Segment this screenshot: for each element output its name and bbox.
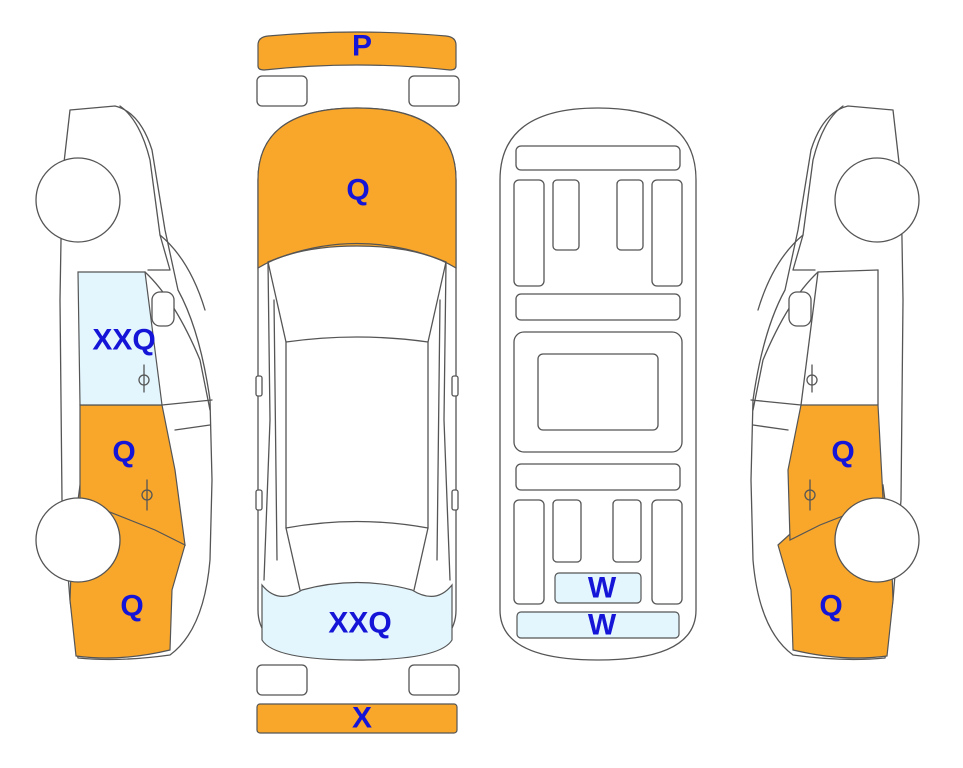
left-rear-door-code: Q	[112, 436, 135, 469]
underbody-lower-code: W	[588, 609, 617, 642]
right-rear-quarter-code: Q	[819, 590, 842, 623]
left-side-view: XXQ Q Q	[35, 105, 213, 661]
front-bumper-code: P	[352, 30, 372, 63]
front-bumper[interactable]	[257, 31, 457, 71]
left-front-wheel	[35, 157, 121, 243]
left-rear-window-code: XXQ	[92, 324, 155, 357]
rear-bumper-code: X	[352, 702, 372, 735]
right-rear-door-code: Q	[831, 436, 854, 469]
underbody-upper-panel[interactable]	[554, 572, 642, 604]
rear-left-light	[256, 664, 308, 696]
left-rear-quarter-code: Q	[120, 590, 143, 623]
left-rear-wheel	[35, 497, 121, 583]
right-rear-wheel	[834, 497, 920, 583]
rear-window-glass[interactable]	[261, 581, 453, 661]
top-view: P Q XXQ X	[255, 30, 460, 735]
underbody-lower-panel[interactable]	[516, 611, 680, 639]
rear-bumper[interactable]	[256, 703, 458, 734]
right-side-view: Q Q	[750, 105, 920, 661]
hood-panel[interactable]	[257, 107, 457, 270]
front-right-light	[408, 75, 460, 107]
underbody-view: W W	[499, 107, 697, 661]
rear-right-light	[408, 664, 460, 696]
right-front-wheel	[834, 157, 920, 243]
front-left-light	[256, 75, 308, 107]
underbody-upper-code: W	[588, 572, 617, 605]
hood-code: Q	[346, 174, 369, 207]
rear-window-code: XXQ	[328, 607, 391, 640]
